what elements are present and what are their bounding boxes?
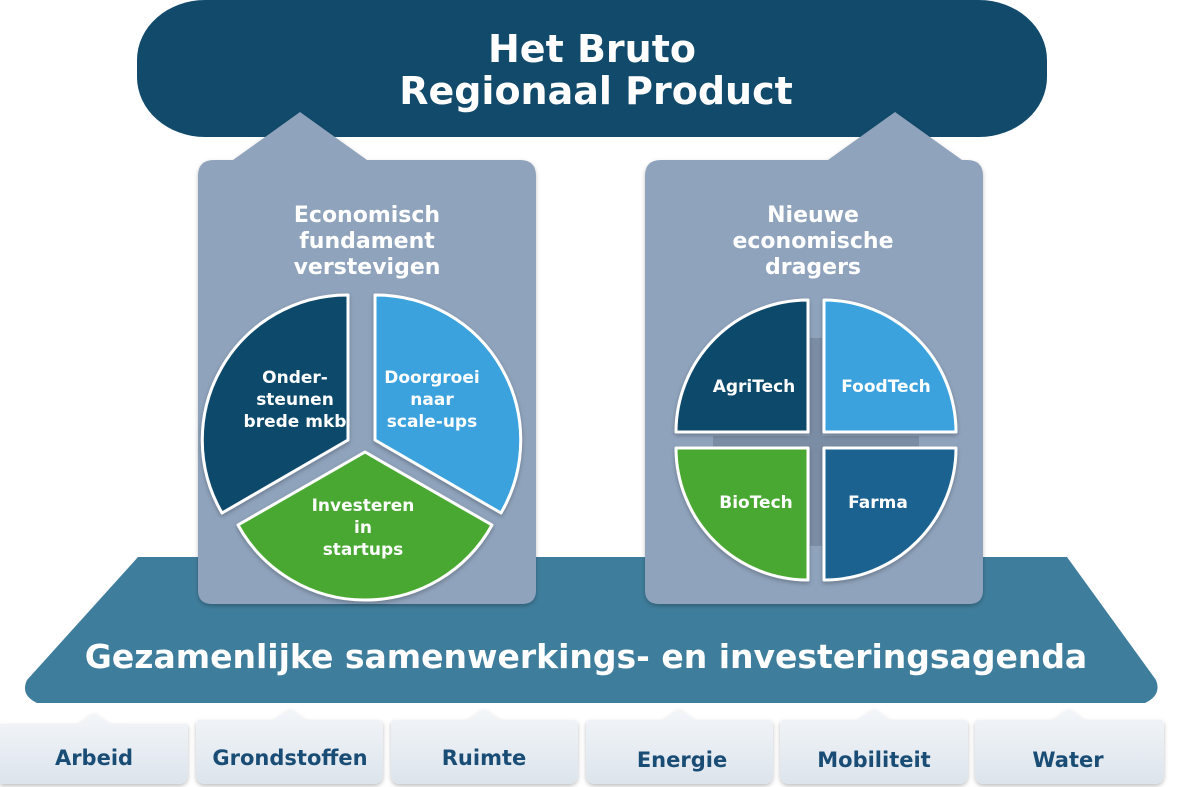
- left-pie: Onder- steunen brede mkb Doorgroei naar …: [200, 293, 523, 602]
- foundation-label-energie: Energie: [637, 748, 727, 772]
- pie-label-scale-ups-line3: scale-ups: [387, 412, 477, 432]
- foundation-tab-energie: [586, 709, 773, 784]
- quadrant-label-agritech: AgriTech: [713, 377, 796, 397]
- quadrant-farma: [822, 446, 958, 582]
- pie-label-scale-ups-line1: Doorgroei: [384, 368, 479, 388]
- pie-segment-mkb: [200, 293, 350, 515]
- foundation-tab-mobiliteit: [780, 709, 968, 784]
- quadrant-label-farma: Farma: [848, 493, 908, 513]
- quadrant-foodtech: [822, 298, 958, 434]
- foundation-row: Arbeid Grondstoffen Ruimte Energie Mobil…: [0, 709, 1164, 784]
- platform-shape: [24, 557, 1158, 703]
- left-pillar-title-line3: verstevigen: [294, 255, 441, 280]
- right-quadrants: AgriTech FoodTech BioTech Farma: [674, 298, 958, 582]
- pie-label-startups-line1: Investeren: [312, 496, 415, 516]
- foundation-label-water: Water: [1032, 748, 1104, 772]
- foundation-label-arbeid: Arbeid: [55, 746, 133, 770]
- platform: Gezamenlijke samenwerkings- en investeri…: [24, 557, 1158, 703]
- pie-label-mkb-line2: steunen: [256, 390, 334, 410]
- quadrant-label-foodtech: FoodTech: [841, 377, 931, 397]
- right-pillar-title-line3: dragers: [765, 255, 861, 280]
- quadrant-biotech: [674, 446, 810, 582]
- pie-label-startups-line2: in: [354, 518, 372, 538]
- quadrant-gap-v: [810, 338, 822, 546]
- top-title-line1: Het Bruto: [488, 27, 696, 71]
- top-title-line2: Regionaal Product: [399, 69, 793, 113]
- top-banner: Het Bruto Regionaal Product: [137, 0, 1047, 137]
- left-pillar-title-line2: fundament: [299, 229, 435, 254]
- pie-segment-startups: [236, 450, 494, 602]
- pie-label-startups-line3: startups: [323, 540, 404, 560]
- foundation-label-grondstoffen: Grondstoffen: [212, 746, 367, 770]
- quadrant-label-biotech: BioTech: [719, 493, 793, 513]
- foundation-tab-ruimte: [391, 709, 578, 784]
- pie-label-mkb-line1: Onder-: [262, 368, 328, 388]
- pie-segment-scale-ups: [373, 293, 523, 515]
- platform-label: Gezamenlijke samenwerkings- en investeri…: [85, 637, 1087, 676]
- left-pillar-title-line1: Economisch: [294, 203, 440, 228]
- pie-label-scale-ups-line2: naar: [410, 390, 454, 410]
- foundation-label-mobiliteit: Mobiliteit: [817, 748, 930, 772]
- foundation-label-ruimte: Ruimte: [442, 746, 526, 770]
- foundation-tab-grondstoffen: [196, 709, 383, 784]
- right-pillar-title-line2: economische: [732, 229, 893, 254]
- right-pillar-title-line1: Nieuwe: [767, 203, 859, 228]
- foundation-tab-arbeid: [0, 713, 188, 784]
- pie-label-mkb-line3: brede mkb: [244, 412, 347, 432]
- top-banner-shape: [137, 0, 1047, 137]
- foundation-tab-water: [975, 709, 1164, 784]
- quadrant-agritech: [674, 298, 810, 434]
